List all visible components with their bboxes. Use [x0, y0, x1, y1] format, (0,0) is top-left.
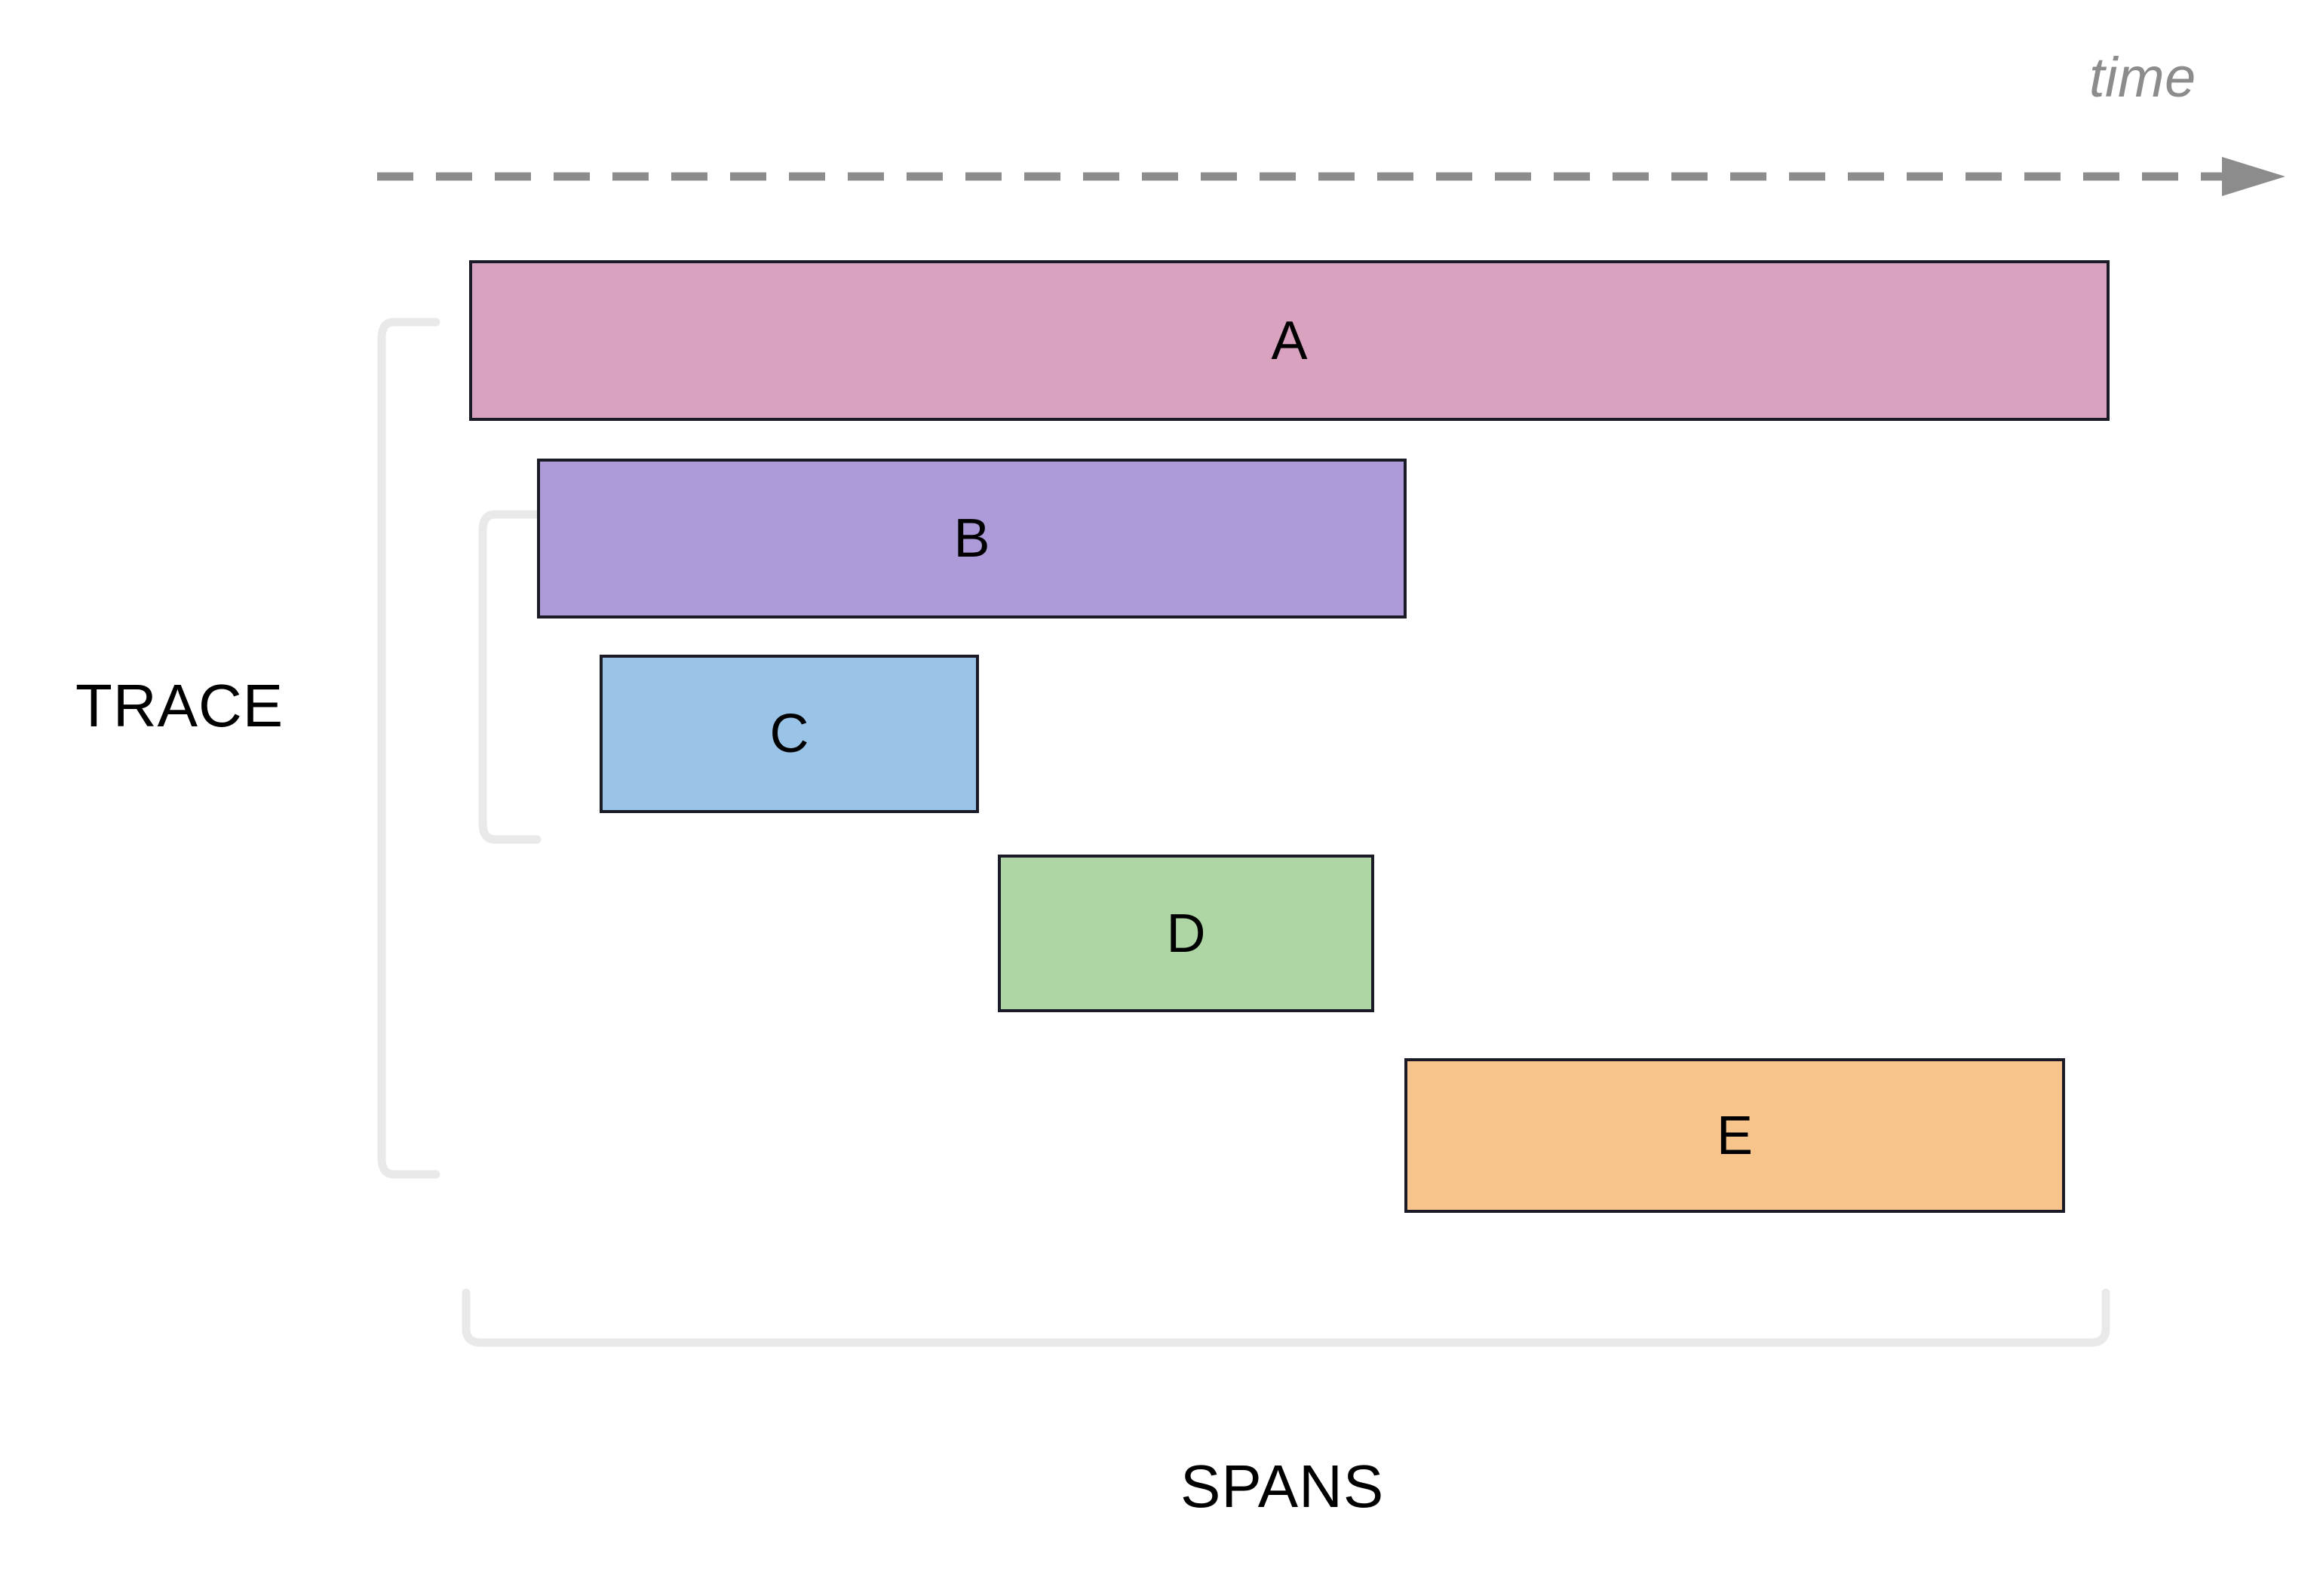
span-bar-d[interactable]: D	[998, 855, 1374, 1012]
span-bar-c[interactable]: C	[600, 655, 979, 813]
trace-bracket-path	[377, 318, 440, 1179]
span-label-a: A	[1271, 310, 1308, 371]
span-bar-a[interactable]: A	[469, 260, 2110, 421]
span-bar-e[interactable]: E	[1404, 1058, 2065, 1213]
span-label-c: C	[769, 704, 809, 764]
span-label-b: B	[953, 508, 990, 569]
spans-label: SPANS	[1180, 1453, 1385, 1520]
spans-bracket-path	[462, 1288, 2110, 1347]
span-bar-b[interactable]: B	[537, 459, 1407, 618]
span-label-d: D	[1166, 903, 1206, 964]
time-axis-arrow	[377, 157, 2285, 196]
trace-label: TRACE	[75, 672, 284, 739]
time-axis-arrowhead	[2222, 157, 2285, 196]
time-axis-label: time	[2089, 46, 2196, 109]
child-bracket-path	[478, 510, 542, 844]
span-label-e: E	[1716, 1105, 1754, 1166]
